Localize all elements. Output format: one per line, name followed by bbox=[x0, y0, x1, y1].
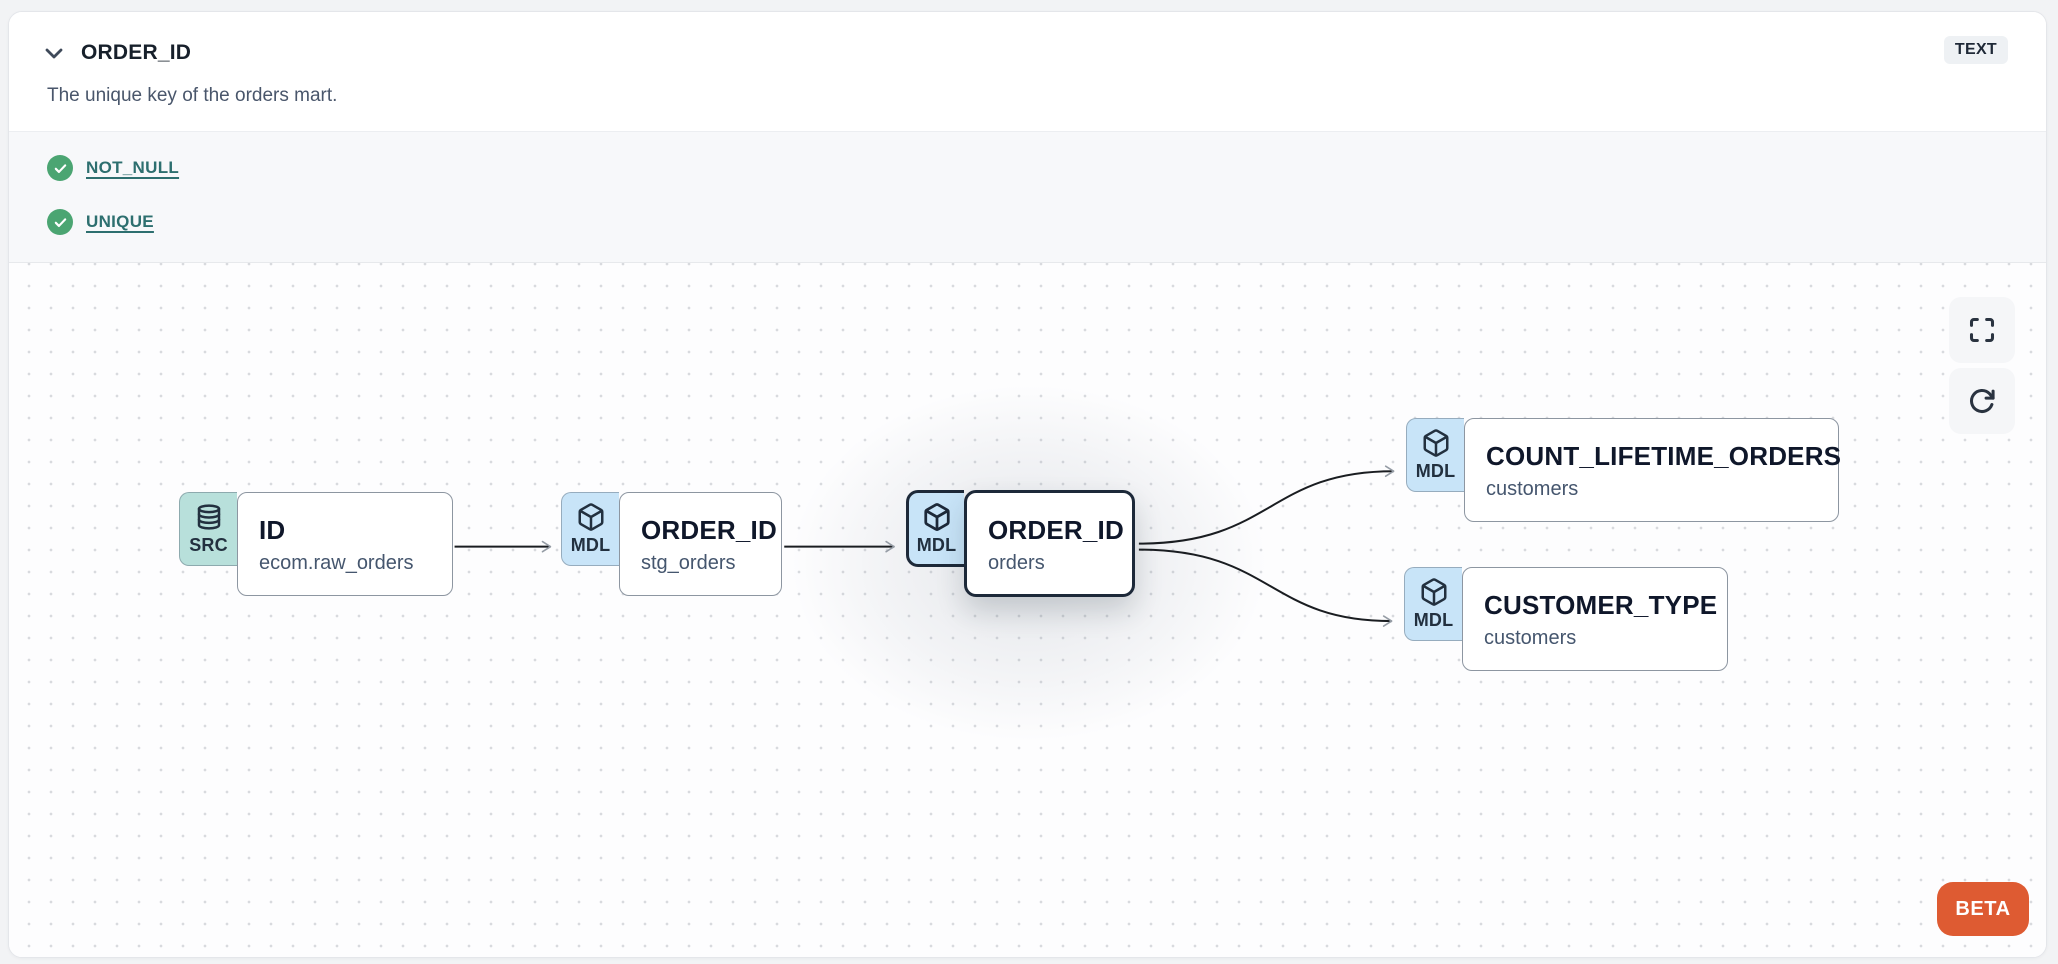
column-description: The unique key of the orders mart. bbox=[47, 85, 338, 106]
collapse-button[interactable] bbox=[39, 38, 69, 68]
column-details-panel: ORDER_ID TEXT The unique key of the orde… bbox=[8, 11, 2047, 958]
node-card: ORDER_ID stg_orders bbox=[619, 492, 782, 596]
lineage-node-count-lifetime-orders[interactable]: MDL COUNT_LIFETIME_ORDERS customers bbox=[1406, 418, 1841, 522]
fullscreen-button[interactable] bbox=[1949, 297, 2015, 363]
node-type-badge-mdl: MDL bbox=[561, 492, 619, 566]
node-card: ORDER_ID orders bbox=[964, 490, 1135, 597]
node-type-badge-src: SRC bbox=[179, 492, 237, 566]
test-link-unique[interactable]: UNIQUE bbox=[86, 212, 154, 231]
test-link-not-null[interactable]: NOT_NULL bbox=[86, 158, 180, 177]
lineage-node-orders-selected[interactable]: MDL ORDER_ID orders bbox=[906, 490, 1135, 597]
refresh-button[interactable] bbox=[1949, 368, 2015, 434]
check-circle-icon bbox=[47, 209, 73, 235]
lineage-edges bbox=[454, 465, 1395, 627]
node-card: COUNT_LIFETIME_ORDERS customers bbox=[1464, 418, 1841, 522]
refresh-icon bbox=[1970, 389, 1995, 414]
cube-icon bbox=[578, 503, 603, 531]
lineage-canvas[interactable]: SRC ID ecom.raw_orders MDL ORDER_ID stg_… bbox=[9, 263, 2046, 957]
cube-icon bbox=[923, 502, 950, 531]
cube-icon bbox=[1421, 578, 1446, 606]
check-circle-icon bbox=[47, 155, 73, 181]
tests-section: NOT_NULL UNIQUE bbox=[9, 131, 2046, 263]
beta-button[interactable]: BETA bbox=[1937, 882, 2029, 936]
panel-header: ORDER_ID TEXT The unique key of the orde… bbox=[9, 12, 2046, 131]
node-type-badge-mdl: MDL bbox=[1406, 418, 1464, 492]
node-type-badge-mdl: MDL bbox=[906, 490, 964, 567]
database-icon bbox=[197, 504, 220, 530]
edge-orders-to-ctype bbox=[1138, 548, 1393, 627]
test-row-unique: UNIQUE bbox=[47, 208, 2008, 236]
test-row-not-null: NOT_NULL bbox=[47, 154, 2008, 182]
lineage-node-stg-orders[interactable]: MDL ORDER_ID stg_orders bbox=[561, 492, 782, 596]
node-card: CUSTOMER_TYPE customers bbox=[1462, 567, 1728, 671]
cube-icon bbox=[1423, 429, 1448, 457]
chevron-down-icon bbox=[45, 48, 63, 59]
lineage-node-customer-type[interactable]: MDL CUSTOMER_TYPE customers bbox=[1404, 567, 1728, 671]
column-type-badge: TEXT bbox=[1943, 36, 2008, 64]
fullscreen-icon bbox=[1969, 317, 1995, 343]
lineage-node-src-id[interactable]: SRC ID ecom.raw_orders bbox=[179, 492, 453, 596]
column-title: ORDER_ID bbox=[81, 41, 192, 64]
canvas-controls bbox=[1949, 297, 2015, 434]
node-card: ID ecom.raw_orders bbox=[237, 492, 453, 596]
edge-orders-to-count bbox=[1138, 465, 1395, 545]
node-type-badge-mdl: MDL bbox=[1404, 567, 1462, 641]
